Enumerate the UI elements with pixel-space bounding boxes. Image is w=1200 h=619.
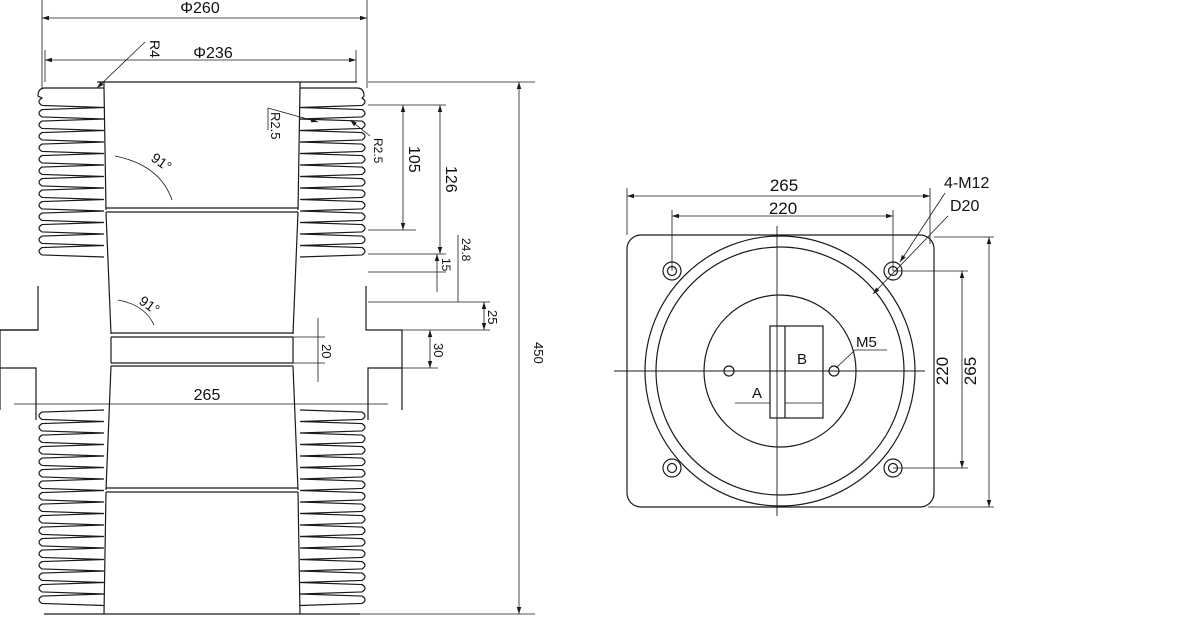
dim-width-220: 220	[769, 199, 797, 218]
leader-r4	[96, 41, 146, 89]
dim-height-220: 220	[933, 357, 952, 385]
terminal-block	[769, 325, 824, 419]
bore-wall-right-2	[292, 211, 299, 335]
outer-ring	[644, 235, 916, 507]
flange-left	[0, 286, 39, 420]
dim-angle-mid: 91°	[136, 292, 163, 317]
dim-height-265: 265	[961, 357, 980, 385]
label-d20: D20	[950, 198, 979, 215]
flange-right	[365, 286, 403, 420]
bore-wall-right-3	[292, 365, 299, 491]
dim-flange-265: 265	[194, 387, 221, 404]
top-view: B A M5 265 220 4-M12 D20	[614, 175, 994, 516]
dim-126: 126	[442, 166, 459, 193]
dim-30: 30	[431, 343, 446, 357]
label-a: A	[752, 385, 762, 402]
dim-25: 25	[485, 310, 500, 324]
top-fins-right	[299, 87, 366, 258]
dim-r25-right: R2.5	[371, 138, 385, 164]
angle-arc-mid	[117, 299, 155, 326]
bore-wall-right-4	[297, 491, 301, 615]
bottom-fins-right	[299, 409, 366, 607]
dim-105: 105	[405, 146, 422, 173]
bore-wall-left-1	[103, 87, 107, 211]
label-4-m12: 4-M12	[944, 175, 989, 192]
label-b: B	[797, 351, 807, 368]
angle-arc-top	[114, 155, 173, 201]
bolt-hole-bl	[662, 458, 682, 478]
bore-wall-left-3	[105, 365, 112, 491]
dim-450: 450	[531, 342, 546, 364]
dim-15: 15	[439, 258, 453, 272]
m5-hole-right	[828, 365, 840, 377]
dim-24-8: 24.8	[459, 238, 473, 262]
top-fins-left	[37, 87, 105, 258]
dim-phi260: Φ260	[180, 0, 220, 17]
dim-phi236: Φ236	[193, 45, 233, 62]
leader-4-m12	[899, 192, 946, 263]
dim-r25-left: R2.5	[268, 112, 283, 139]
bottom-fins-left	[38, 409, 105, 607]
dim-width-265: 265	[770, 176, 798, 195]
dim-20: 20	[319, 344, 334, 358]
dim-angle-top: 91°	[148, 149, 175, 174]
side-view: Φ260 Φ236 R4 R2.5 R2.5 91° 91° 105 126 1…	[0, 0, 546, 615]
m5-hole-left	[723, 365, 735, 377]
label-m5: M5	[856, 334, 877, 351]
dim-r4: R4	[147, 40, 163, 58]
leader-d20	[872, 215, 949, 295]
bore-wall-right-1	[297, 87, 301, 211]
inner-ring	[703, 294, 857, 448]
bore-wall-left-4	[103, 491, 107, 615]
outer-ring-inner	[655, 246, 905, 496]
bore-wall-left-2	[105, 211, 112, 335]
